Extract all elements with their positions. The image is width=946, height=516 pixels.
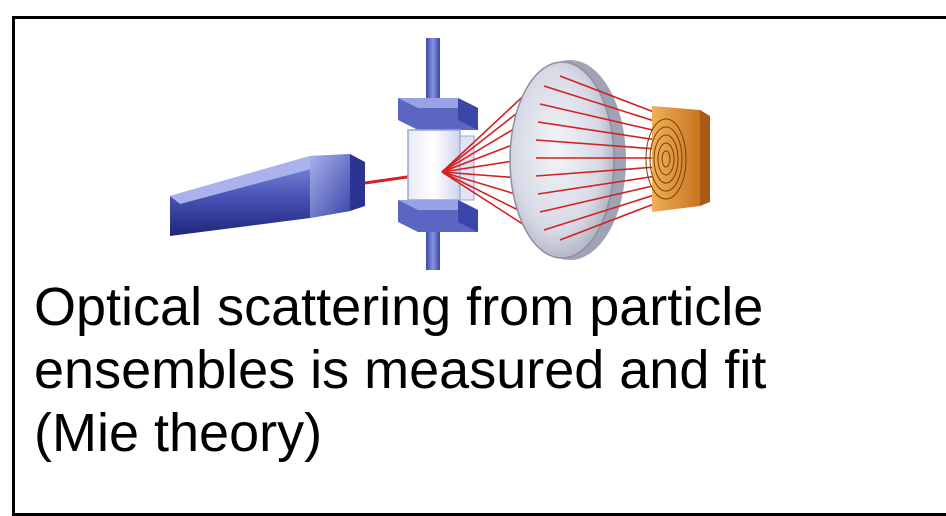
scattering-setup-diagram (170, 38, 710, 270)
scattered-rays (441, 87, 533, 231)
slide-caption: Optical scattering from particle ensembl… (34, 276, 934, 465)
slide-frame (12, 16, 946, 516)
caption-line-2: ensembles is measured and fit (34, 340, 767, 400)
ring-detector-icon (645, 106, 710, 212)
fourier-lens-icon (509, 60, 626, 260)
caption-line-1: Optical scattering from particle (34, 277, 764, 337)
laser-source-icon (170, 154, 365, 236)
caption-line-3: (Mie theory) (34, 403, 323, 463)
